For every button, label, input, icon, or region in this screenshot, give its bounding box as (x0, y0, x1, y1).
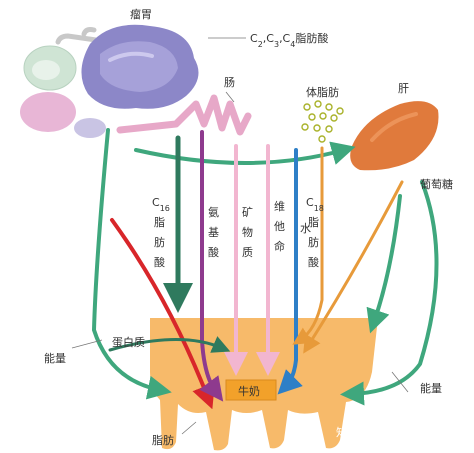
arrow-energy-left (91, 128, 172, 400)
svg-text:基: 基 (208, 226, 219, 239)
protein-label: 蛋白质 (112, 335, 145, 349)
svg-text:他: 他 (274, 220, 285, 233)
fat-label: 脂肪 (152, 433, 174, 447)
milk-label: 牛奶 (238, 384, 260, 398)
arrows (91, 128, 439, 410)
leader-lines (71, 37, 409, 435)
milk-box (225, 379, 277, 401)
energy-right-label: 能量 (420, 381, 442, 395)
arrow-energy-right (340, 180, 439, 406)
intestine-organ (116, 94, 252, 136)
rumen-organ (20, 24, 199, 138)
svg-text:酸: 酸 (154, 255, 165, 269)
glucose-label: 葡萄糖 (420, 177, 453, 191)
svg-text:质: 质 (242, 246, 253, 259)
svg-text:氨: 氨 (208, 206, 219, 219)
vitamin-label: 维 他 命 (274, 200, 285, 253)
svg-text:矿: 矿 (242, 206, 253, 219)
arrow-rumen-to-liver (134, 141, 356, 165)
body-fat-label: 体脂肪 (306, 85, 339, 99)
svg-text:物: 物 (242, 225, 253, 239)
svg-text:C18: C18 (306, 196, 324, 213)
watermark: 知乎 @头条趣事天天看 (336, 425, 450, 439)
arrow-glucose (303, 180, 404, 354)
c16-fatty-acid-label: C16 脂 肪 酸 (152, 196, 170, 269)
amino-acid-label: 氨 基 酸 (208, 206, 219, 259)
svg-text:C16: C16 (152, 196, 170, 213)
body-fat-droplets (301, 100, 344, 143)
svg-text:维: 维 (274, 200, 285, 213)
energy-left-label: 能量 (44, 351, 66, 365)
liver-label: 肝 (398, 82, 409, 95)
svg-text:肪: 肪 (154, 235, 165, 249)
svg-text:脂: 脂 (154, 215, 165, 229)
arrow-liver-udder (366, 194, 402, 334)
liver-organ (350, 101, 439, 171)
svg-text:肪: 肪 (308, 235, 319, 249)
vfa-label: C2,C3,C4脂肪酸 (250, 31, 328, 49)
svg-text:脂: 脂 (308, 215, 319, 229)
mineral-label: 矿 物 质 (242, 206, 253, 259)
arrow-amino (199, 130, 224, 402)
intestine-label: 肠 (224, 76, 235, 89)
svg-text:酸: 酸 (308, 255, 319, 269)
rumen-label: 瘤胃 (130, 7, 152, 21)
arrow-protein (108, 336, 231, 353)
c18-fatty-acid-label: C18 脂 肪 酸 (306, 196, 324, 269)
svg-text:酸: 酸 (208, 245, 219, 259)
arrow-water (277, 148, 303, 395)
svg-text:命: 命 (274, 239, 285, 253)
water-label: 水 (300, 222, 311, 235)
